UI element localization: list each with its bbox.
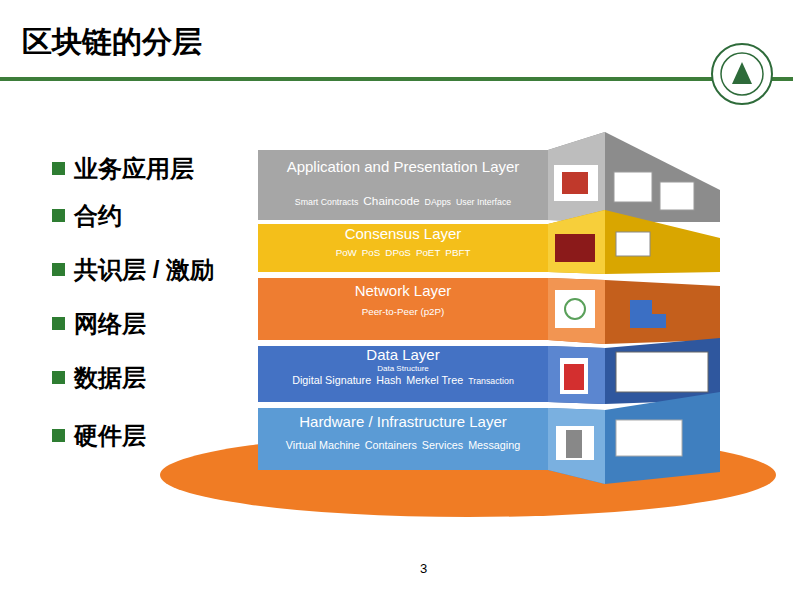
layer-item: DPoS bbox=[385, 247, 411, 258]
bullet-item: 共识层 / 激励 bbox=[74, 254, 214, 286]
layer-item: User Interface bbox=[456, 197, 511, 207]
bullet-item: 数据层 bbox=[74, 362, 146, 394]
layer-title: Network Layer bbox=[258, 282, 548, 300]
layer-item: DApps bbox=[425, 197, 451, 207]
bullet-marker bbox=[52, 371, 65, 384]
layer-items: Digital Signature Hash Merkel Tree Transact… bbox=[258, 374, 548, 386]
bullet-item: 合约 bbox=[74, 200, 122, 232]
header-rule bbox=[0, 77, 793, 81]
layer-item: Digital Signature bbox=[292, 374, 371, 386]
layer-band: Consensus LayerPoW PoS DPoS PoET PBFT bbox=[258, 224, 548, 272]
bullet-marker bbox=[52, 429, 65, 442]
layer-item: PoET bbox=[416, 247, 440, 258]
layer-item: PoW bbox=[336, 247, 357, 258]
layer-items: PoW PoS DPoS PoET PBFT bbox=[258, 247, 548, 258]
layer-band: Hardware / Infrastructure LayerVirtual M… bbox=[258, 408, 548, 470]
layer-item: Messaging bbox=[468, 439, 520, 451]
layer-items: Smart Contracts Chaincode DApps User Interf… bbox=[258, 194, 548, 207]
layer-item: Smart Contracts bbox=[295, 197, 359, 207]
slide-title: 区块链的分层 bbox=[22, 22, 202, 63]
layer-title: Application and Presentation Layer bbox=[258, 158, 548, 176]
layer-subtitle: Data Structure bbox=[258, 364, 548, 374]
bullet-marker bbox=[52, 209, 65, 222]
bullet-marker bbox=[52, 317, 65, 330]
bullet-item: 业务应用层 bbox=[74, 153, 194, 185]
layer-item: Virtual Machine bbox=[286, 439, 360, 451]
layer-band: Application and Presentation LayerSmart … bbox=[258, 150, 548, 220]
layer-title: Hardware / Infrastructure Layer bbox=[258, 413, 548, 431]
layer-items: Peer-to-Peer (p2P) bbox=[258, 306, 548, 317]
layer-item: Hash bbox=[376, 374, 401, 386]
layer-icons bbox=[554, 165, 708, 460]
bullet-item: 硬件层 bbox=[74, 420, 146, 452]
bullet-marker bbox=[52, 162, 65, 175]
layer-item: Containers bbox=[365, 439, 417, 451]
side-faces bbox=[548, 132, 720, 484]
layer-item: PoS bbox=[362, 247, 381, 258]
layer-band: Data LayerData StructureDigital Signatur… bbox=[258, 346, 548, 402]
layer-band: Network LayerPeer-to-Peer (p2P) bbox=[258, 278, 548, 340]
layer-item: Peer-to-Peer (p2P) bbox=[362, 306, 445, 317]
layer-item: Transaction bbox=[468, 376, 514, 386]
layer-item: Chaincode bbox=[363, 194, 419, 207]
layer-item: Merkel Tree bbox=[406, 374, 463, 386]
layer-item: PBFT bbox=[445, 247, 470, 258]
bullet-marker bbox=[52, 263, 65, 276]
page-number: 3 bbox=[420, 561, 427, 576]
layer-items: Virtual Machine Containers Services Messagi… bbox=[258, 439, 548, 451]
bullet-item: 网络层 bbox=[74, 308, 146, 340]
layer-title: Data Layer bbox=[258, 346, 548, 364]
university-logo bbox=[712, 44, 772, 104]
layer-title: Consensus Layer bbox=[258, 225, 548, 243]
layer-item: Services bbox=[422, 439, 463, 451]
